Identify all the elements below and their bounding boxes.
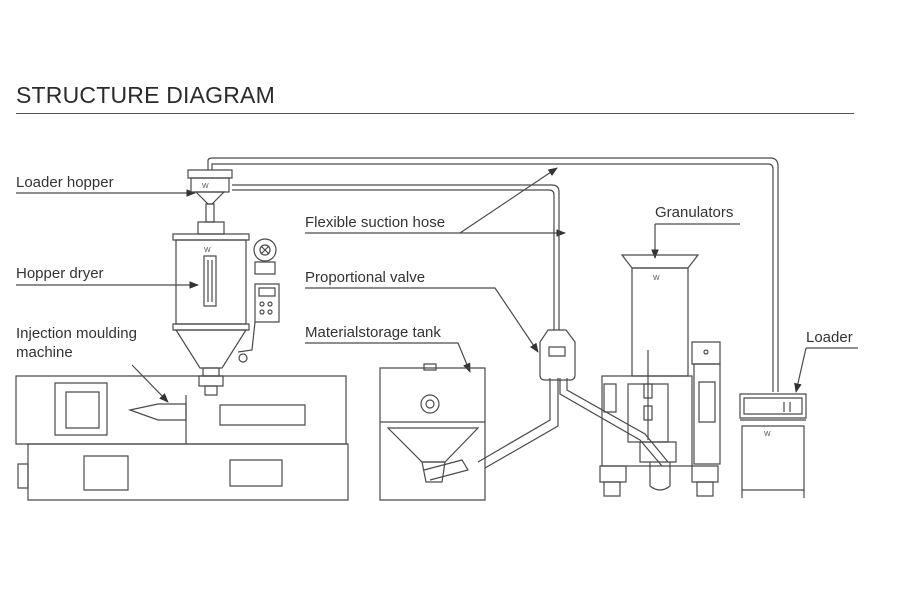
injection-moulding-machine — [16, 376, 348, 500]
label-flexible-suction-hose: Flexible suction hose — [305, 214, 446, 231]
label-proportional-valve: Proportional valve — [305, 269, 426, 286]
hopper-dryer — [173, 222, 279, 395]
label-loader: Loader — [806, 329, 853, 346]
brand-marks: W W W W — [202, 183, 771, 438]
loader-hopper — [188, 170, 232, 222]
brand-mark-loader: W — [764, 431, 771, 438]
proportional-valve — [540, 330, 575, 380]
diagram-title: STRUCTURE DIAGRAM — [16, 82, 275, 108]
brand-mark-dryer: W — [204, 247, 211, 254]
conveying-pipes — [208, 158, 778, 468]
brand-mark-granulator: W — [653, 275, 660, 282]
material-storage-tank — [380, 364, 485, 500]
label-granulators: Granulators — [655, 204, 734, 221]
label-material-storage-tank: Materialstorage tank — [305, 324, 441, 341]
loader-unit — [740, 394, 806, 498]
label-injection-line2: machine — [16, 344, 73, 361]
brand-mark-loader-hopper: W — [202, 183, 209, 190]
granulator — [600, 255, 720, 496]
leader-lines — [16, 167, 858, 403]
label-injection-line1: Injection moulding — [16, 325, 137, 342]
label-loader-hopper: Loader hopper — [16, 174, 114, 191]
label-hopper-dryer: Hopper dryer — [16, 265, 104, 282]
title-divider — [16, 113, 854, 114]
